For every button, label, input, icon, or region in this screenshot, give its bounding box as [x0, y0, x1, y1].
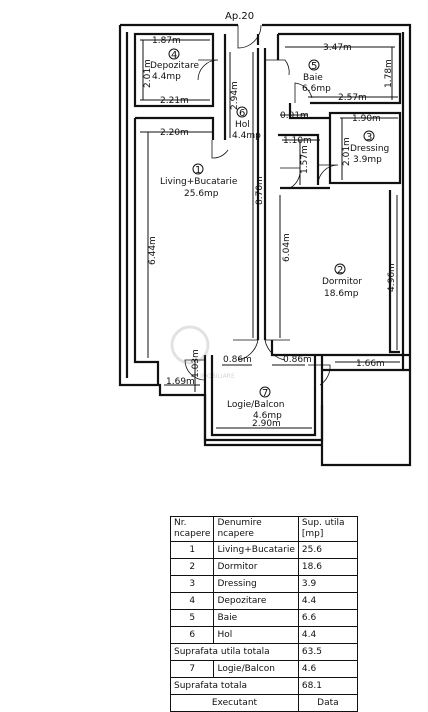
- row-name: Hol: [213, 626, 299, 644]
- dim-label: 6.04m: [282, 233, 292, 262]
- floor-plan: IMOBILIARE Ap.20 4 Depozitare 4.4mp 5 Ba…: [118, 11, 412, 467]
- doors: [184, 24, 339, 386]
- dim-label: 0.91m: [280, 111, 309, 121]
- row-nr: 2: [169, 558, 215, 576]
- grand-total-value: 68.1: [297, 677, 358, 695]
- room-number-6: 6: [239, 108, 245, 119]
- row-name: Logie/Balcon: [213, 660, 299, 678]
- table-row: 3 Dressing 3.9: [169, 575, 358, 593]
- room-name-5: Baie: [303, 73, 323, 83]
- dim-label: 1.69m: [166, 377, 195, 387]
- dim-label: 2.20m: [160, 128, 189, 138]
- room-area-1: 25.6mp: [184, 189, 219, 199]
- util-total-row: Suprafata utila totala 63.5: [170, 643, 358, 661]
- dim-label: 2.94m: [230, 81, 240, 110]
- room-area-2: 18.6mp: [324, 289, 359, 299]
- room-name-6: Hol: [235, 120, 250, 130]
- dimension-labels: 1.87m 2.01m 2.21m 2.94m 3.47m 1.78m 2.57…: [143, 36, 397, 429]
- room-number-1: 1: [195, 165, 201, 176]
- dim-label: 1.10m: [283, 136, 312, 146]
- row-sup: 4.6: [297, 660, 358, 678]
- util-total-value: 63.5: [297, 643, 358, 661]
- room-name-7: Logie/Balcon: [227, 400, 285, 410]
- dim-label: 0.86m: [223, 355, 252, 365]
- row-nr: 4: [169, 592, 215, 610]
- dim-label: 0.86m: [283, 355, 312, 365]
- room-number-2: 2: [337, 265, 343, 276]
- dim-label: 6.44m: [148, 236, 158, 265]
- grand-total-row: Suprafata totala 68.1: [170, 677, 358, 695]
- row-name: Dormitor: [213, 558, 299, 576]
- room-number-3: 3: [366, 132, 372, 143]
- row-sup: 4.4: [297, 592, 358, 610]
- dim-label: 2.01m: [143, 59, 153, 88]
- row-nr: 3: [169, 575, 215, 593]
- row-name: Dressing: [213, 575, 299, 593]
- room-area-3: 3.9mp: [353, 155, 382, 165]
- row-sup: 6.6: [297, 609, 358, 627]
- grand-total-label: Suprafata totala: [170, 677, 299, 695]
- room-area-5: 6.6mp: [302, 84, 331, 94]
- table-row: 5 Baie 6.6: [169, 609, 358, 627]
- footer-data: Data: [297, 694, 358, 712]
- header-nr: Nr. ncapere: [169, 516, 215, 542]
- room-name-1: Living+Bucatarie: [160, 177, 238, 187]
- row-name: Depozitare: [213, 592, 299, 610]
- table-row: 7 Logie/Balcon 4.6: [169, 660, 358, 678]
- room-number-7: 7: [262, 388, 268, 399]
- watermark: IMOBILIARE: [170, 325, 235, 380]
- room-name-2: Dormitor: [322, 277, 362, 287]
- row-name: Living+Bucatarie: [213, 541, 299, 559]
- row-name: Baie: [213, 609, 299, 627]
- row-sup: 18.6: [297, 558, 358, 576]
- room-number-4: 4: [171, 50, 177, 61]
- table-row: 6 Hol 4.4: [169, 626, 358, 644]
- row-nr: 1: [169, 541, 215, 559]
- dim-label: 2.90m: [252, 419, 281, 429]
- row-nr: 7: [169, 660, 215, 678]
- dim-label: 1.78m: [384, 59, 394, 88]
- table-row: 4 Depozitare 4.4: [169, 592, 358, 610]
- row-sup: 3.9: [297, 575, 358, 593]
- dim-label: 3.47m: [323, 43, 352, 53]
- table-header-row: Nr. ncapere Denumire ncapere Sup. utila …: [169, 516, 358, 542]
- watermark-text: IMOBILIARE: [200, 373, 235, 380]
- dim-label: 2.21m: [160, 96, 189, 106]
- walls: [118, 23, 412, 467]
- room-area-4: 4.4mp: [152, 72, 181, 82]
- room-number-5: 5: [311, 61, 317, 72]
- dim-label: 4.96m: [387, 263, 397, 292]
- dim-label: 1.90m: [352, 114, 381, 124]
- table-row: 1 Living+Bucatarie 25.6: [169, 541, 358, 559]
- room-area-6: 4.4mp: [232, 131, 261, 141]
- room-area-table: Nr. ncapere Denumire ncapere Sup. utila …: [169, 516, 358, 712]
- dim-label: 1.03m: [191, 349, 201, 378]
- room-area-7: 4.6mp: [253, 411, 282, 421]
- apartment-label: Ap.20: [225, 11, 254, 22]
- dim-label: 1.87m: [152, 36, 181, 46]
- dim-label: 1.57m: [300, 145, 310, 174]
- dim-label: 2.57m: [338, 93, 367, 103]
- row-nr: 6: [169, 626, 215, 644]
- footer-executant: Executant: [170, 694, 299, 712]
- dimension-lines: [140, 39, 400, 429]
- footer-row: Executant Data: [170, 694, 358, 712]
- dim-label: 2.01m: [342, 137, 352, 166]
- row-sup: 4.4: [297, 626, 358, 644]
- room-name-3: Dressing: [350, 144, 389, 154]
- dim-label: 1.66m: [356, 359, 385, 369]
- row-nr: 5: [169, 609, 215, 627]
- table-row: 2 Dormitor 18.6: [169, 558, 358, 576]
- row-sup: 25.6: [297, 541, 358, 559]
- util-total-label: Suprafata utila totala: [170, 643, 299, 661]
- dim-label: 8.70m: [255, 176, 265, 205]
- room-labels: 4 Depozitare 4.4mp 5 Baie 6.6mp 6 Hol 4.…: [150, 48, 389, 421]
- room-name-4: Depozitare: [150, 61, 199, 71]
- header-name: Denumire ncapere: [213, 516, 299, 542]
- header-sup: Sup. utila [mp]: [297, 516, 358, 542]
